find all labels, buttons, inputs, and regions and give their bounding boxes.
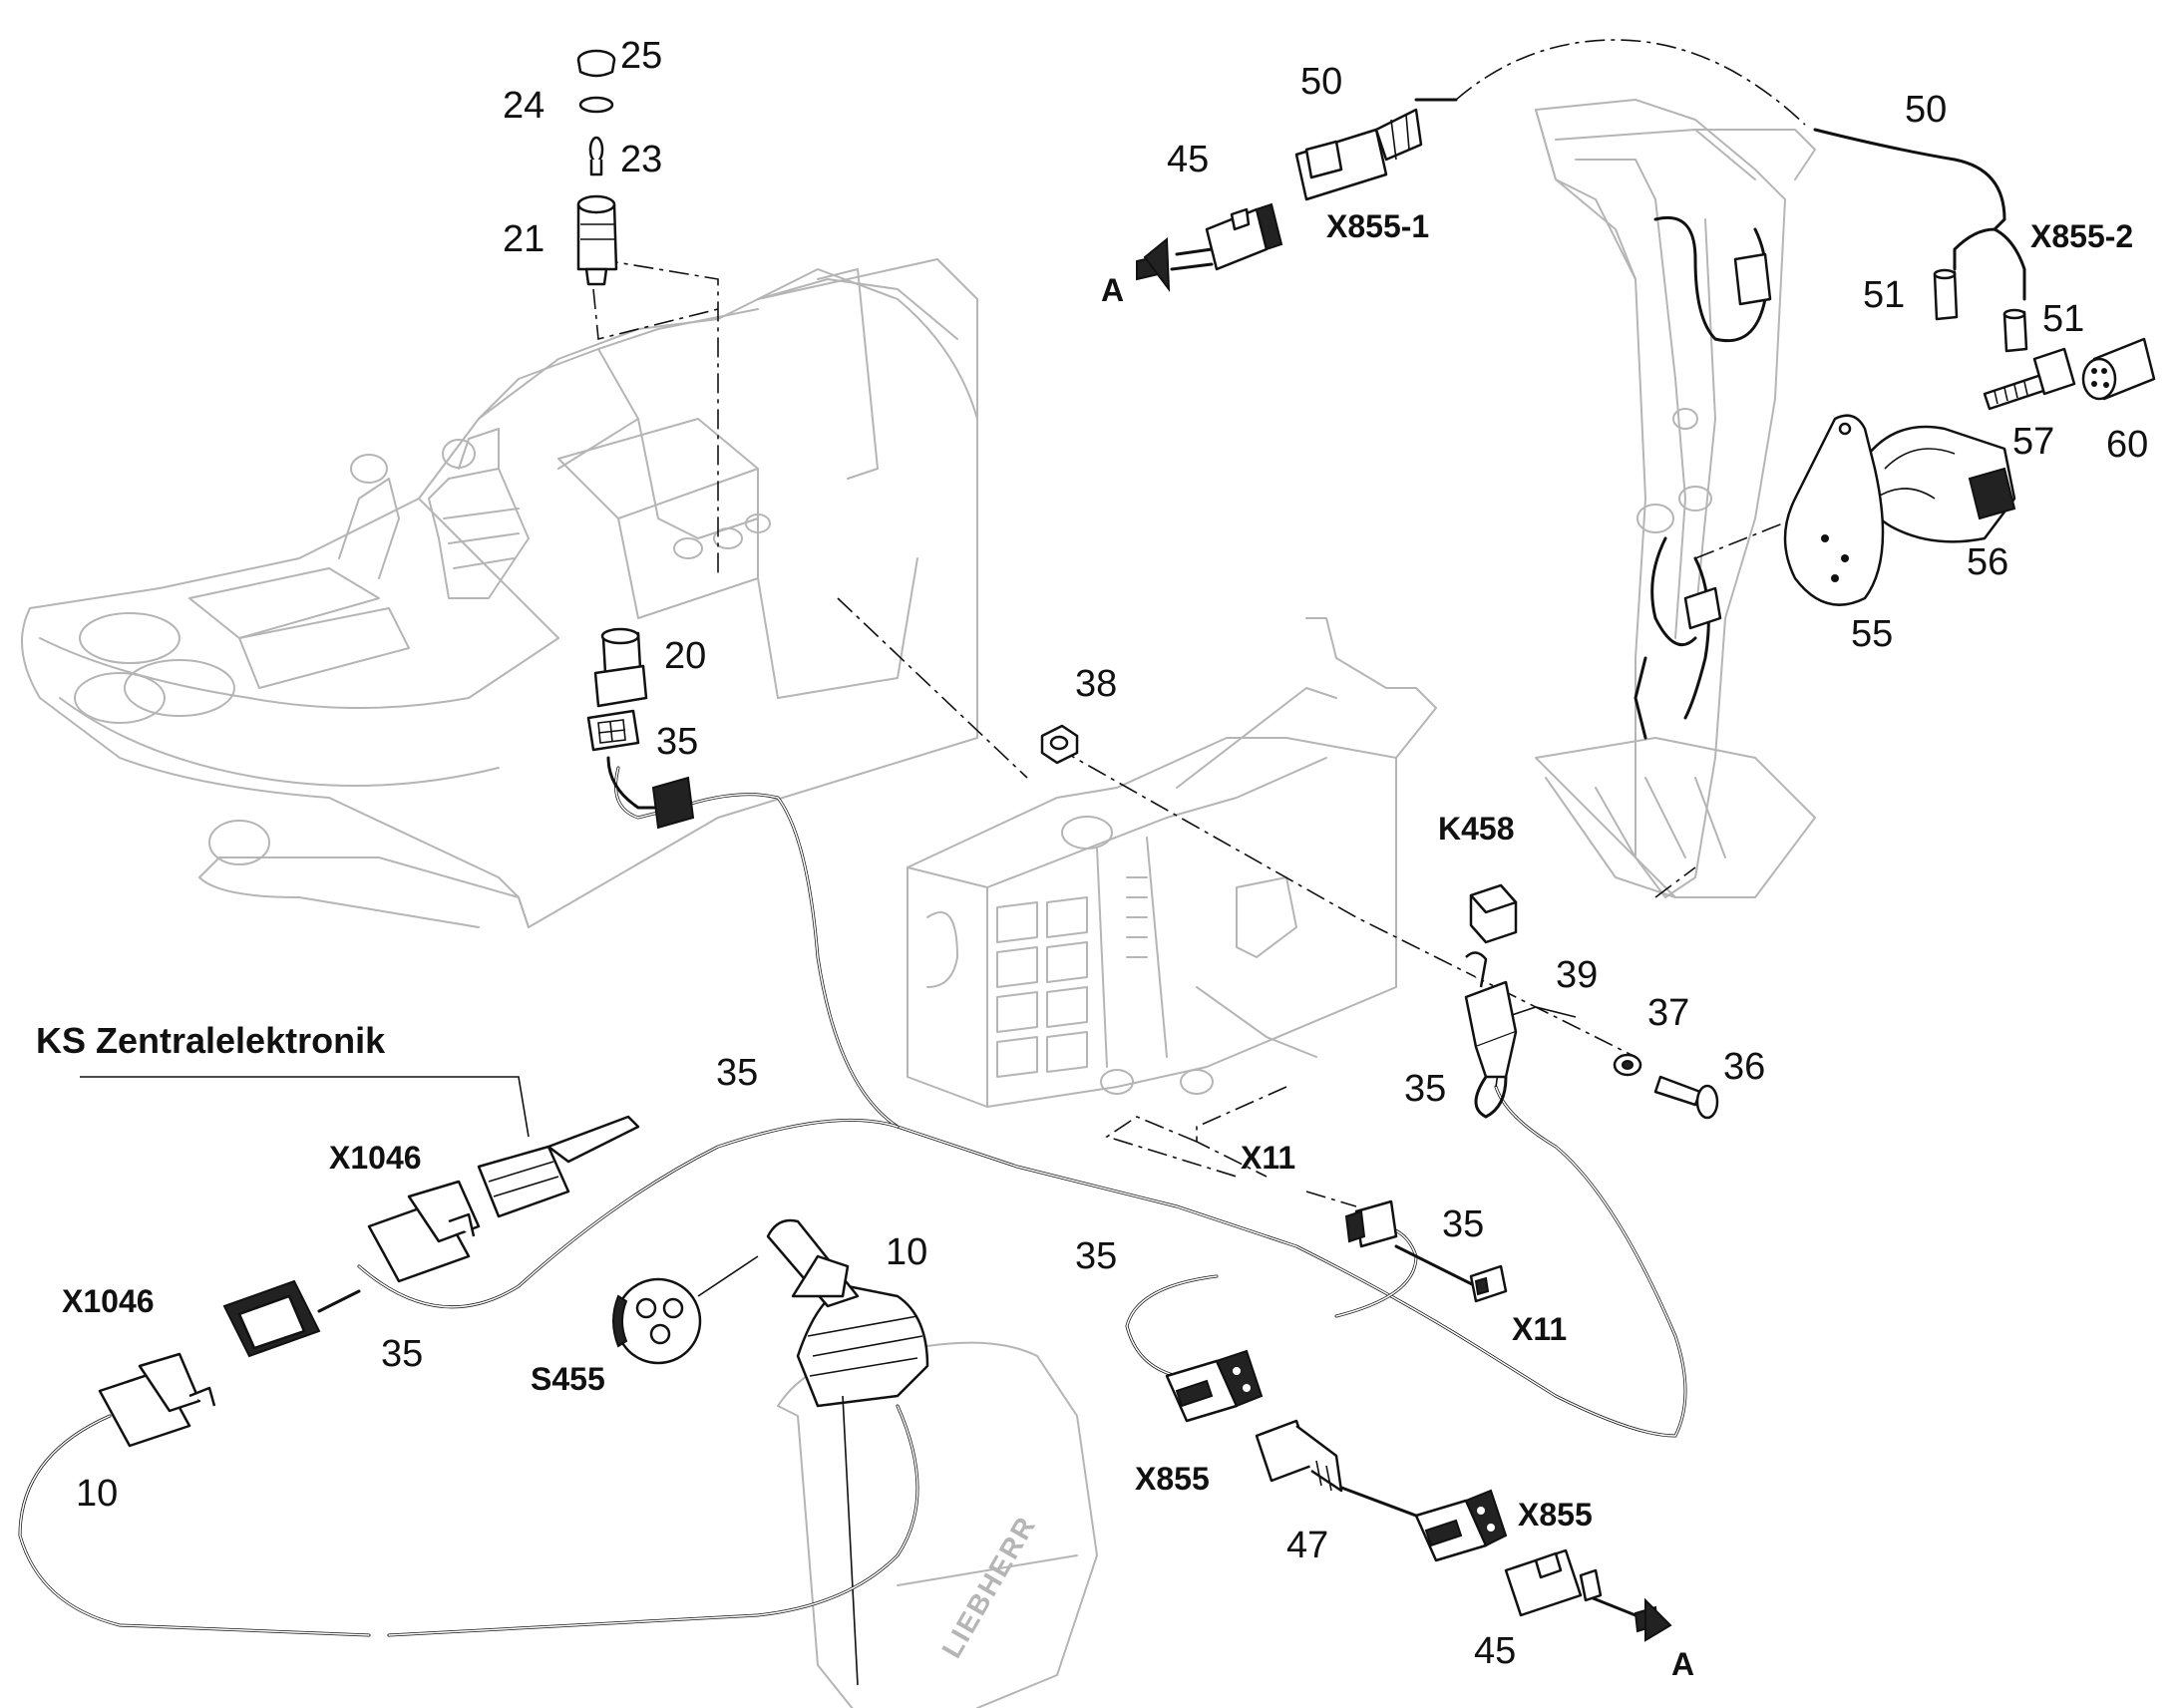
label-50-top: 50 — [1300, 61, 1342, 103]
joystick: LIEBHERR — [766, 1218, 1098, 1708]
label-23: 23 — [620, 139, 662, 180]
label-x1046-lower: X1046 — [62, 1283, 155, 1319]
label-10-cable: 10 — [76, 1473, 118, 1515]
relay-parts — [1040, 724, 1719, 1120]
arm-harness — [1634, 216, 1772, 740]
label-s455: S455 — [531, 1361, 605, 1397]
label-25: 25 — [620, 35, 662, 77]
label-k458: K458 — [1438, 811, 1515, 847]
control-unit-box-outline — [907, 617, 1437, 1108]
label-51-right: 51 — [2042, 298, 2084, 340]
label-x855-right: X855 — [1518, 1497, 1593, 1533]
label-38: 38 — [1075, 663, 1117, 705]
bulb-23 — [588, 136, 604, 164]
excavator-arm-outline — [1535, 99, 1816, 898]
switch-20 — [586, 627, 695, 830]
bracket-55 — [1783, 414, 1885, 606]
heading-ks-zentralelektronik: KS Zentralelektronik — [36, 1020, 386, 1061]
switch-s455 — [614, 1277, 702, 1365]
label-x855-left: X855 — [1135, 1461, 1210, 1497]
label-35-lower: 35 — [1075, 1235, 1117, 1277]
label-36: 36 — [1723, 1046, 1765, 1088]
label-24: 24 — [503, 85, 545, 127]
label-57: 57 — [2012, 421, 2054, 463]
x11-connectors — [1344, 1199, 1508, 1303]
connectors-lower-left — [98, 1115, 759, 1448]
label-10-joystick: 10 — [886, 1231, 927, 1273]
label-47: 47 — [1286, 1525, 1328, 1566]
leader-lines — [80, 39, 1806, 1207]
connector-code-labels: X855-1 X855-2 K458 X11 X11 X1046 X1046 S… — [62, 208, 2133, 1682]
label-x855-1: X855-1 — [1326, 208, 1429, 244]
lamp-socket-parts — [576, 49, 618, 286]
liebherr-brand-mark: LIEBHERR — [935, 1511, 1041, 1663]
label-35-x11: 35 — [1442, 1203, 1484, 1245]
label-55: 55 — [1851, 613, 1893, 655]
label-35-x1046: 35 — [381, 1333, 423, 1375]
label-x1046-upper: X1046 — [329, 1140, 422, 1176]
label-21: 21 — [503, 218, 545, 260]
label-arrow-a-top: A — [1101, 272, 1124, 308]
label-20: 20 — [664, 635, 706, 677]
label-arrow-a-bottom: A — [1671, 1646, 1694, 1682]
connector-x855-1 — [1136, 108, 1423, 293]
label-35-relay: 35 — [1404, 1068, 1446, 1110]
label-60: 60 — [2106, 424, 2148, 466]
ks-plug — [477, 1145, 570, 1218]
socket-21 — [576, 202, 618, 271]
label-35-main: 35 — [716, 1052, 758, 1094]
label-x11-upper: X11 — [1241, 1140, 1295, 1176]
label-45-top: 45 — [1167, 139, 1209, 180]
x855-connectors — [1165, 1349, 1672, 1642]
label-35-console: 35 — [656, 721, 698, 763]
harness-cables — [18, 98, 2026, 1637]
label-56: 56 — [1967, 541, 2008, 583]
label-51-left: 51 — [1863, 274, 1905, 316]
screw-36 — [1653, 1075, 1702, 1107]
operator-console-outline — [21, 258, 978, 928]
label-37: 37 — [1647, 992, 1689, 1034]
o-ring-24 — [578, 96, 614, 114]
label-x11-lower: X11 — [1512, 1311, 1567, 1347]
part-number-labels: 25 24 23 21 20 35 50 45 50 51 51 57 60 5… — [76, 35, 2148, 1672]
label-50-right: 50 — [1905, 89, 1947, 131]
label-39: 39 — [1556, 954, 1598, 996]
label-45-bottom: 45 — [1474, 1630, 1516, 1672]
label-x855-2: X855-2 — [2030, 218, 2133, 254]
sensor-parts — [1783, 268, 2156, 606]
